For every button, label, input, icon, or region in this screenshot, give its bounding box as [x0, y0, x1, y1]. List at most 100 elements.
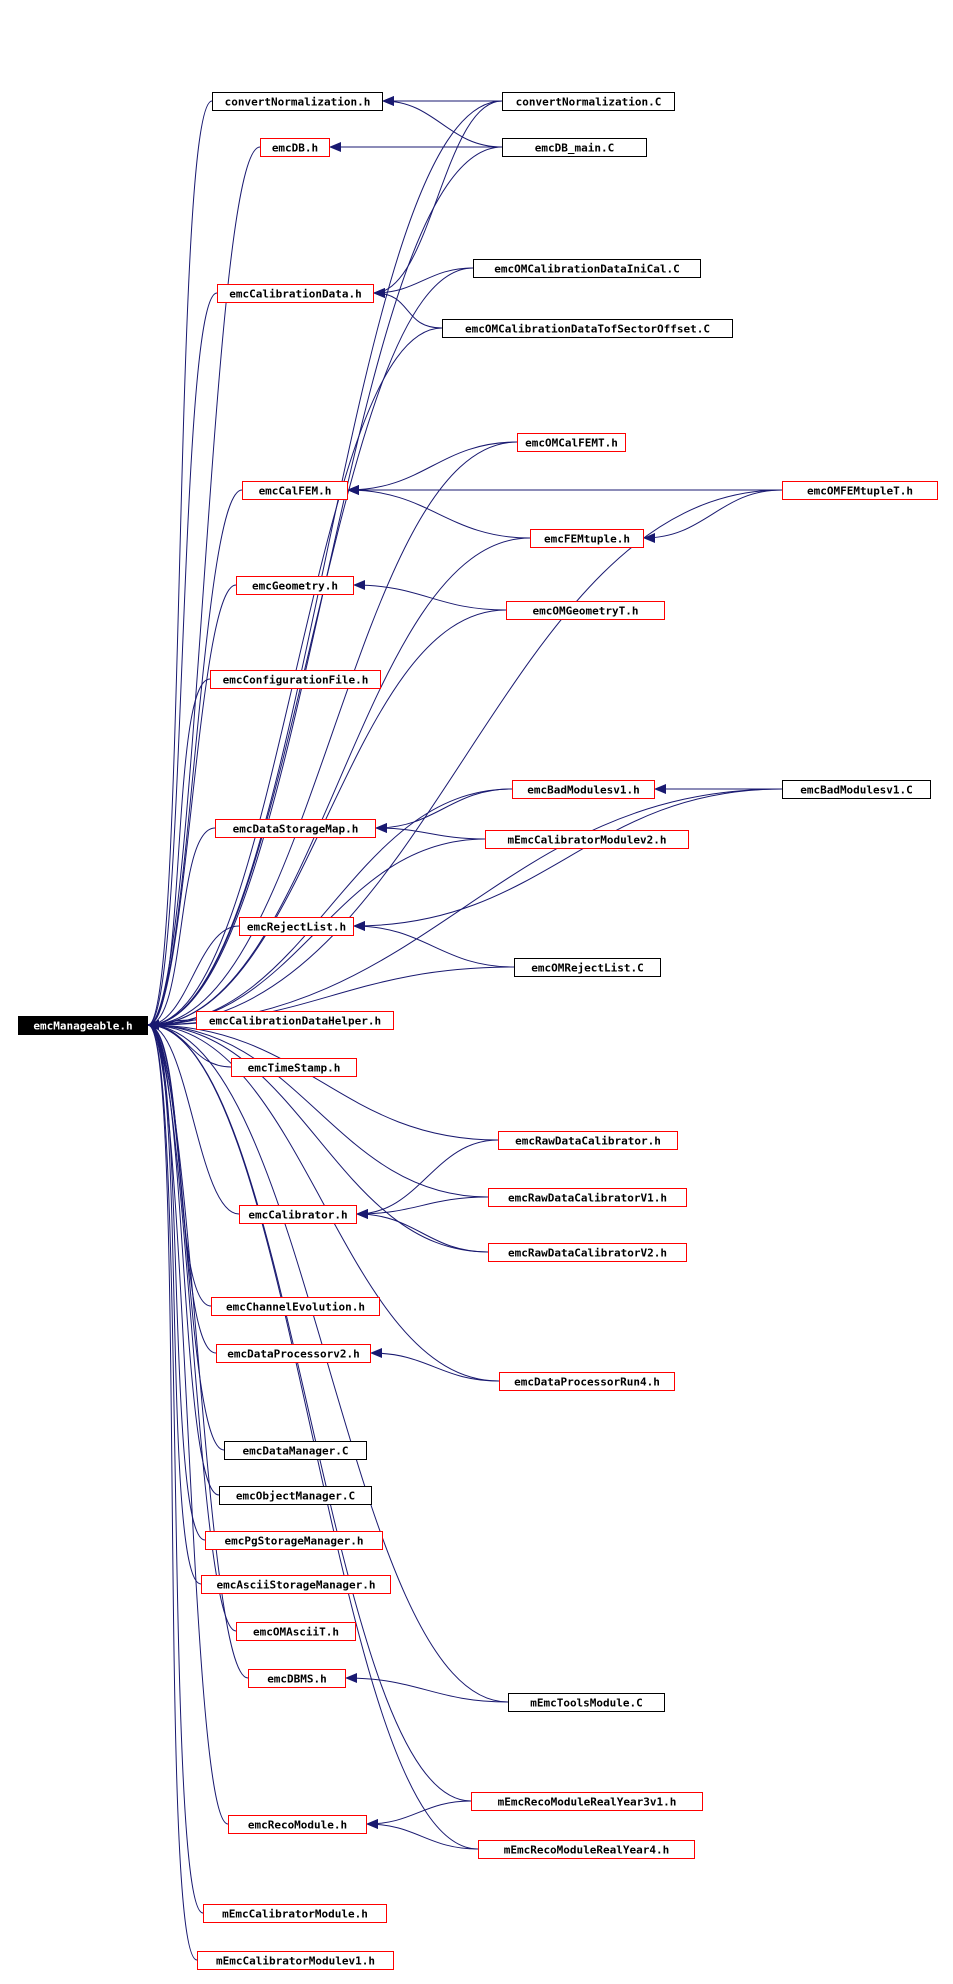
node-box — [212, 92, 383, 111]
edge-rawCalV1-to-root — [147, 1020, 489, 1198]
edge-calIniCal-to-root — [147, 267, 474, 1030]
node-box — [236, 1622, 356, 1641]
node-box — [228, 1815, 367, 1834]
node-omCalFEMT[interactable]: emcOMCalFEMT.h — [517, 433, 626, 452]
node-box — [216, 1344, 371, 1363]
edge-geom-to-root — [147, 584, 237, 1030]
node-convNormC[interactable]: convertNormalization.C — [502, 92, 675, 111]
node-box — [236, 576, 354, 595]
node-recoYear4[interactable]: mEmcRecoModuleRealYear4.h — [478, 1840, 695, 1859]
node-label: emcDataProcessorRun4.h — [514, 1376, 660, 1389]
edge-recoYear4-to-recoMod — [366, 1819, 479, 1850]
edges-layer — [147, 96, 783, 1961]
edge-emcDBmain-to-convNormH — [382, 96, 503, 148]
node-femTuple[interactable]: emcFEMtuple.h — [530, 529, 644, 548]
edge-omCalFEMT-to-calFEM — [347, 441, 518, 495]
node-chanEvo[interactable]: emcChannelEvolution.h — [211, 1297, 380, 1316]
node-badModv1C[interactable]: emcBadModulesv1.C — [782, 780, 931, 799]
node-label: emcCalibrator.h — [248, 1209, 347, 1222]
node-label: emcOMAsciiT.h — [253, 1626, 339, 1639]
node-pgStore[interactable]: emcPgStorageManager.h — [205, 1531, 383, 1550]
node-rawCal[interactable]: emcRawDataCalibrator.h — [498, 1131, 678, 1150]
node-dpv2[interactable]: emcDataProcessorv2.h — [216, 1344, 371, 1363]
node-label: mEmcRecoModuleRealYear3v1.h — [498, 1796, 677, 1809]
node-calibratorH[interactable]: emcCalibrator.h — [239, 1205, 357, 1224]
edge-toolsMod-to-dbms — [345, 1673, 509, 1703]
node-label: emcDBMS.h — [267, 1673, 327, 1686]
node-dataMgr[interactable]: emcDataManager.C — [224, 1441, 367, 1460]
node-toolsMod[interactable]: mEmcToolsModule.C — [508, 1693, 665, 1712]
node-mCalModv1[interactable]: mEmcCalibratorModulev1.h — [197, 1951, 394, 1970]
node-label: emcManageable.h — [33, 1020, 132, 1033]
node-label: emcBadModulesv1.C — [800, 784, 913, 797]
node-label: emcBadModulesv1.h — [527, 784, 640, 797]
node-calHelper[interactable]: emcCalibrationDataHelper.h — [196, 1011, 394, 1030]
node-confFile[interactable]: emcConfigurationFile.h — [210, 670, 381, 689]
node-recoYear3[interactable]: mEmcRecoModuleRealYear3v1.h — [471, 1792, 703, 1811]
node-rawCalV2[interactable]: emcRawDataCalibratorV2.h — [488, 1243, 687, 1262]
node-mCalMod[interactable]: mEmcCalibratorModule.h — [203, 1904, 387, 1923]
node-rawCalV1[interactable]: emcRawDataCalibratorV1.h — [488, 1188, 687, 1207]
node-calIniCal[interactable]: emcOMCalibrationDataIniCal.C — [473, 259, 701, 278]
node-box — [514, 958, 661, 977]
edge-omFEMtupleT-to-root — [147, 489, 783, 1030]
node-box — [201, 1575, 391, 1594]
node-geom[interactable]: emcGeometry.h — [236, 576, 354, 595]
node-omAsciiT[interactable]: emcOMAsciiT.h — [236, 1622, 356, 1641]
edge-omFEMtupleT-to-femTuple — [643, 489, 783, 543]
edge-rejList-to-root — [147, 925, 240, 1030]
node-box — [242, 481, 348, 500]
node-label: emcRejectList.h — [247, 921, 346, 934]
edge-pgStore-to-root — [147, 1020, 206, 1541]
edge-mCalModv2-to-dsMap — [375, 823, 486, 840]
edge-rawCal-to-root — [147, 1020, 499, 1141]
node-rejList[interactable]: emcRejectList.h — [239, 917, 354, 936]
node-root[interactable]: emcManageable.h — [18, 1016, 148, 1035]
nodes-layer: emcManageable.h convertNormalization.h con… — [18, 92, 938, 1970]
node-calTof[interactable]: emcOMCalibrationDataTofSectorOffset.C — [442, 319, 733, 338]
node-label: emcCalibrationData.h — [229, 288, 361, 301]
edge-recoMod-to-root — [147, 1020, 229, 1825]
node-mCalModv2[interactable]: mEmcCalibratorModulev2.h — [485, 830, 689, 849]
node-box — [499, 1372, 675, 1391]
node-box — [488, 1243, 687, 1262]
node-omGeomT[interactable]: emcOMGeometryT.h — [506, 601, 665, 620]
edge-mCalModv1-to-root — [147, 1020, 198, 1961]
node-label: emcOMGeometryT.h — [533, 605, 639, 618]
node-label: emcFEMtuple.h — [544, 533, 630, 546]
node-box — [18, 1016, 148, 1035]
node-badModv1h[interactable]: emcBadModulesv1.h — [512, 780, 655, 799]
edge-calFEM-to-root — [147, 489, 243, 1030]
node-label: emcOMFEMtupleT.h — [807, 485, 913, 498]
edge-omCalFEMT-to-root — [147, 441, 518, 1030]
node-emcDBmain[interactable]: emcDB_main.C — [502, 138, 647, 157]
node-box — [782, 780, 931, 799]
node-box — [217, 284, 374, 303]
node-dsMap[interactable]: emcDataStorageMap.h — [215, 819, 376, 838]
edge-calTof-to-calDataH — [373, 288, 443, 329]
node-box — [211, 1297, 380, 1316]
node-omRejList[interactable]: emcOMRejectList.C — [514, 958, 661, 977]
node-omFEMtupleT[interactable]: emcOMFEMtupleT.h — [782, 481, 938, 500]
node-asciiStore[interactable]: emcAsciiStorageManager.h — [201, 1575, 391, 1594]
node-label: emcCalFEM.h — [259, 485, 332, 498]
node-label: emcDB.h — [272, 142, 318, 155]
node-box — [203, 1904, 387, 1923]
node-dbms[interactable]: emcDBMS.h — [248, 1669, 346, 1688]
node-label: emcCalibrationDataHelper.h — [209, 1015, 381, 1028]
node-calFEM[interactable]: emcCalFEM.h — [242, 481, 348, 500]
node-dpRun4[interactable]: emcDataProcessorRun4.h — [499, 1372, 675, 1391]
node-emcDBh[interactable]: emcDB.h — [260, 138, 330, 157]
node-recoMod[interactable]: emcRecoModule.h — [228, 1815, 367, 1834]
node-label: emcRecoModule.h — [248, 1819, 347, 1832]
edge-omAsciiT-to-root — [147, 1020, 237, 1632]
node-label: emcOMCalibrationDataTofSectorOffset.C — [465, 323, 710, 336]
node-timeStamp[interactable]: emcTimeStamp.h — [231, 1058, 357, 1077]
node-convNormH[interactable]: convertNormalization.h — [212, 92, 383, 111]
node-label: mEmcCalibratorModule.h — [222, 1908, 368, 1921]
node-label: emcOMCalFEMT.h — [525, 437, 618, 450]
node-label: convertNormalization.C — [516, 96, 662, 109]
node-objMgr[interactable]: emcObjectManager.C — [219, 1486, 372, 1505]
node-calDataH[interactable]: emcCalibrationData.h — [217, 284, 374, 303]
